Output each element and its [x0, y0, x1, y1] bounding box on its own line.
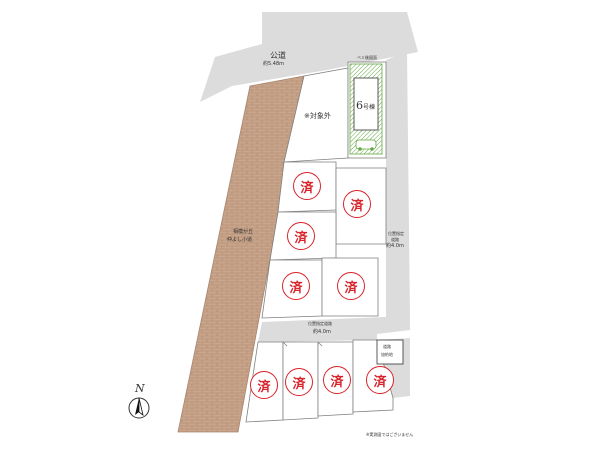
lot-h: [317, 341, 354, 417]
lot-e: [321, 257, 379, 317]
private-road-right: [386, 52, 410, 322]
private-road-center: [258, 316, 410, 342]
lot-g: [282, 341, 319, 421]
road-agreement-land: [376, 339, 404, 365]
north-arrow-icon: [128, 397, 150, 419]
parking-car-icon: [355, 139, 377, 151]
lot-d: [261, 259, 323, 319]
lot-b: [335, 167, 387, 245]
lot-a: [277, 161, 337, 213]
pedestrian-path: [177, 75, 305, 433]
public-road: [200, 12, 418, 102]
lot-c: [269, 211, 337, 261]
building-6: [353, 77, 379, 131]
